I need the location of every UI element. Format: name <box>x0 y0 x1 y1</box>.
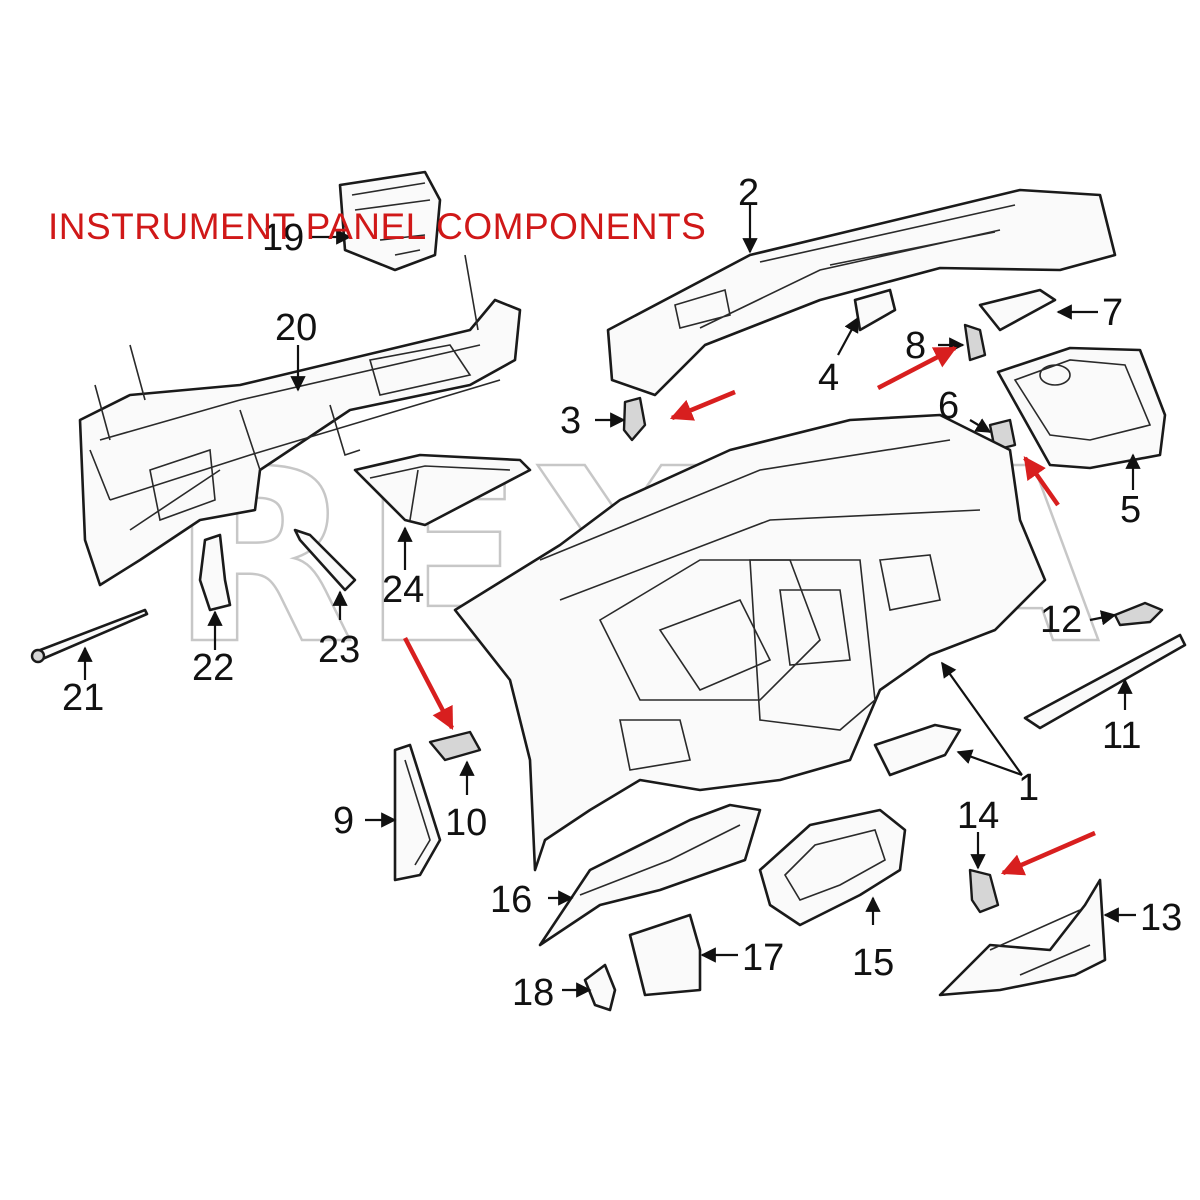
part-12-vent <box>1113 601 1164 627</box>
callout-3: 3 <box>560 400 581 442</box>
part-20-cross-car-beam <box>78 254 522 587</box>
callout-2: 2 <box>738 172 759 214</box>
part-22-bracket <box>198 533 232 612</box>
part-23-bracket <box>293 528 357 592</box>
part-9-side-trim <box>393 743 442 882</box>
part-10-vent <box>428 730 482 762</box>
callout-5: 5 <box>1120 489 1141 531</box>
callout-labels: 1 2 3 4 5 6 7 8 9 10 11 12 13 14 15 16 1… <box>62 172 1182 1014</box>
callout-16: 16 <box>490 879 532 921</box>
callout-10: 10 <box>445 802 487 844</box>
callout-12: 12 <box>1040 599 1082 641</box>
callout-23: 23 <box>318 629 360 671</box>
part-16-knee-bolster <box>538 803 762 947</box>
callout-4: 4 <box>818 357 839 399</box>
part-4-bracket <box>853 288 897 332</box>
callout-20: 20 <box>275 307 317 349</box>
callout-21: 21 <box>62 677 104 719</box>
callout-1: 1 <box>1018 767 1039 809</box>
callout-9: 9 <box>333 800 354 842</box>
part-18-clip <box>583 963 617 1012</box>
callout-7: 7 <box>1102 292 1123 334</box>
part-19-airbag-module <box>338 170 442 272</box>
callout-22: 22 <box>192 647 234 689</box>
part-14-clip <box>968 868 1000 914</box>
part-21-bolt <box>30 608 149 664</box>
callout-8: 8 <box>905 325 926 367</box>
part-5-side-trim-panel <box>996 346 1167 470</box>
callout-13: 13 <box>1140 897 1182 939</box>
leader-lines <box>77 205 1141 998</box>
part-24-tray <box>353 453 532 527</box>
part-17-switch-housing <box>628 913 702 997</box>
part-2-upper-dash-pad <box>606 188 1117 397</box>
callout-14: 14 <box>957 795 999 837</box>
callout-17: 17 <box>742 937 784 979</box>
highlight-arrows <box>403 346 1096 876</box>
callout-6: 6 <box>938 385 959 427</box>
part-13-lower-trim <box>938 878 1107 997</box>
main-instrument-panel <box>453 413 1047 872</box>
part-8-clip <box>963 323 987 362</box>
part-1-bracket <box>873 723 962 777</box>
part-7-vent-cover <box>978 288 1057 332</box>
callout-18: 18 <box>512 972 554 1014</box>
callout-19: 19 <box>262 217 304 259</box>
callout-24: 24 <box>382 569 424 611</box>
diagram-title: INSTRUMENT PANEL COMPONENTS <box>48 206 707 247</box>
callout-11: 11 <box>1102 715 1141 757</box>
part-11-trim-strip <box>1023 633 1187 730</box>
callout-15: 15 <box>852 942 894 984</box>
part-15-cluster-bezel <box>758 808 907 927</box>
